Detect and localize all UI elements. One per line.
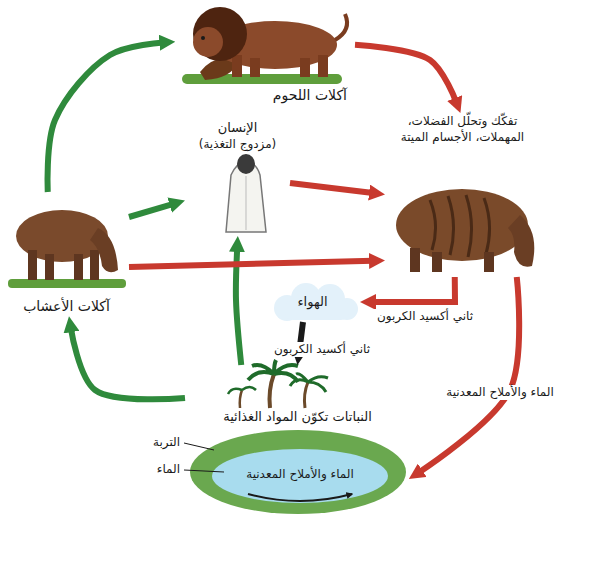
node-title: النباتات تكوّن المواد الغذائية (223, 409, 372, 426)
edge-label: ثاني أكسيد الكربون (374, 309, 476, 324)
lion-figure (182, 7, 347, 84)
carcass-ribs (430, 195, 490, 257)
node-title: الهواء (297, 294, 327, 311)
air-cloud (274, 283, 358, 321)
human-head (237, 154, 255, 174)
flow-arrow (129, 261, 373, 267)
flow-arrow (48, 42, 164, 192)
sheep-figure (8, 210, 126, 288)
carcass-leg (410, 248, 420, 272)
node-title: الإنسان (218, 120, 258, 137)
sheep-leg (28, 250, 37, 280)
decomposition-node: تفكّك وتحلّل الفضلات، المهملات، الأجسام … (385, 112, 540, 277)
flow-arrow (355, 45, 456, 102)
sheep-leg (90, 250, 99, 280)
lion-leg (250, 58, 260, 77)
palm-fronds (248, 360, 298, 382)
human-node: الإنسان(مزدوج التغذية) (185, 118, 290, 236)
node-subtitle: (مزدوج التغذية) (199, 137, 277, 153)
lion-tail (335, 14, 347, 40)
carcass-figure (396, 189, 534, 272)
water-pool (212, 449, 388, 503)
node-title: آكلات اللحوم (273, 86, 347, 104)
grass-strip (8, 279, 126, 288)
lion-head (193, 27, 223, 57)
leader-line (184, 443, 214, 450)
flow-arrow (372, 277, 455, 302)
pond-cycle-arrow (248, 494, 352, 501)
lion-leg (300, 58, 310, 77)
palm-trunk (304, 382, 308, 408)
lion-mane (193, 7, 247, 61)
sheep-head (90, 228, 118, 272)
lion-eye (201, 36, 205, 40)
node-title: تفكّك وتحلّل الفضلات، المهملات، الأجسام … (389, 114, 536, 145)
pond-figure (184, 430, 406, 514)
plants-node: النباتات تكوّن المواد الغذائية (185, 365, 410, 530)
carcass-leg (484, 252, 494, 272)
pond-label: الماء والأملاح المعدنية (246, 467, 354, 482)
palm-trunk (240, 390, 242, 408)
soil-label: التربة (153, 435, 180, 450)
palm-trunk (270, 374, 275, 408)
sheep-leg (74, 254, 83, 280)
flow-arrow (419, 277, 519, 472)
air-node: الهواء (265, 282, 360, 322)
carcass-leg (432, 252, 442, 272)
leader-line (184, 470, 224, 472)
edge-label: ثاني أكسيد الكربون (271, 342, 373, 357)
human-figure (226, 154, 266, 232)
robe-fold (246, 176, 247, 230)
flow-arrow (71, 328, 185, 399)
carcass-head (508, 215, 534, 267)
carnivore-node: آكلات اللحوم (175, 4, 355, 106)
palm-trees (228, 360, 328, 408)
lion-leg (232, 55, 242, 77)
lion-leg (318, 55, 328, 77)
node-title: آكلات الأعشاب (23, 297, 110, 315)
edge-label: الماء والأملاح المعدنية (443, 385, 557, 400)
flow-arrow (290, 183, 373, 193)
flow-arrow (129, 204, 173, 217)
palm-fronds (290, 374, 328, 392)
herbivore-node: آكلات الأعشاب (4, 192, 129, 317)
sheep-leg (45, 254, 54, 280)
palm-fronds (228, 387, 256, 394)
water-label: الماء (157, 462, 180, 477)
